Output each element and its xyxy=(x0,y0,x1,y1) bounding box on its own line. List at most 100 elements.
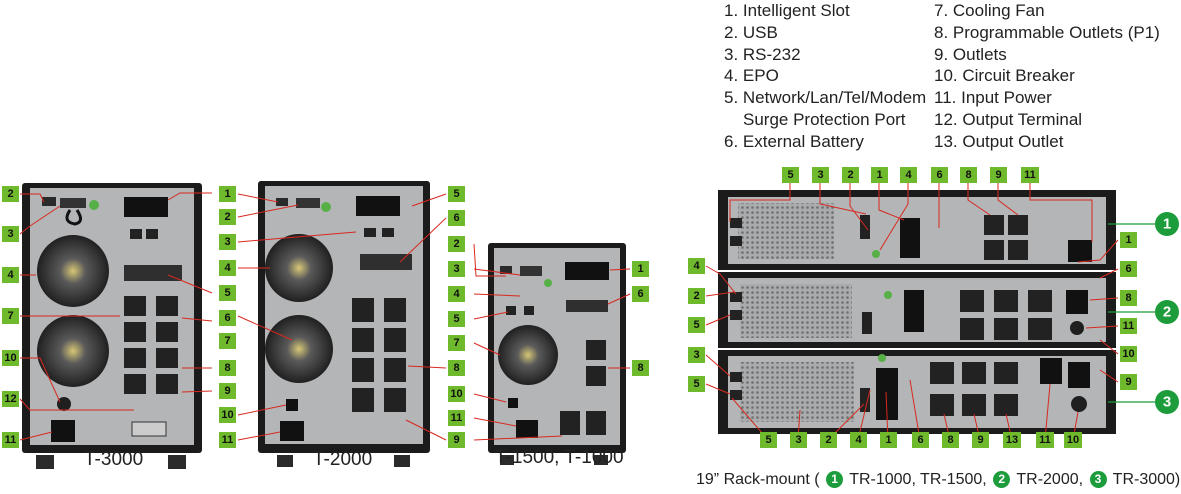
svg-text:2: 2 xyxy=(825,434,831,446)
callout-tag: 3 xyxy=(219,234,236,250)
callout-tag: 4 xyxy=(219,260,236,276)
rack-caption-models-2: TR-2000, xyxy=(1016,471,1084,488)
callout-tag: 1 xyxy=(1120,232,1137,248)
callout-tag: 10 xyxy=(1064,432,1082,448)
svg-text:11: 11 xyxy=(1039,434,1051,446)
callout-tag: 4 xyxy=(2,267,19,283)
legend-item: 12. Output Terminal xyxy=(934,109,1083,129)
svg-text:2: 2 xyxy=(1163,304,1171,321)
legend-item: 6. External Battery xyxy=(724,131,864,151)
rack-caption-models-1: TR-1000, TR-1500, xyxy=(849,471,987,488)
svg-text:6: 6 xyxy=(936,169,942,181)
callout-tag: 9 xyxy=(990,167,1007,183)
svg-text:6: 6 xyxy=(453,212,459,224)
callout-tag: 2 xyxy=(842,167,859,183)
caption-t2000: T-2000 xyxy=(313,449,373,470)
callout-tag: 5 xyxy=(448,186,465,202)
svg-text:5: 5 xyxy=(787,169,793,181)
svg-text:10: 10 xyxy=(4,352,16,364)
callout-tag: 10 xyxy=(448,386,465,402)
svg-text:3: 3 xyxy=(453,263,459,275)
callout-tag: 11 xyxy=(1021,167,1039,183)
svg-text:6: 6 xyxy=(1125,263,1131,275)
callout-tag: 4 xyxy=(850,432,867,448)
model-marker-inline-3: 3 xyxy=(1089,471,1107,488)
callout-tag: 8 xyxy=(942,432,959,448)
svg-text:2: 2 xyxy=(847,169,853,181)
svg-text:9: 9 xyxy=(1125,376,1131,388)
svg-text:6: 6 xyxy=(637,288,643,300)
svg-text:10: 10 xyxy=(221,409,233,421)
svg-text:8: 8 xyxy=(1125,292,1131,304)
legend-item: 2. USB xyxy=(724,22,778,42)
callout-tag: 1 xyxy=(880,432,897,448)
callout-tag: 7 xyxy=(2,308,19,324)
cooling-fan-icon xyxy=(37,315,109,387)
cooling-fan-icon xyxy=(498,325,558,385)
callout-tag: 2 xyxy=(2,186,19,202)
rack-mount-caption: 19” Rack-mount ( 1 TR-1000, TR-1500, 2 T… xyxy=(696,471,1180,489)
callout-tag: 11 xyxy=(1036,432,1054,448)
callout-tag: 3 xyxy=(688,347,705,363)
callout-tag: 8 xyxy=(1120,290,1137,306)
callout-tag: 5 xyxy=(219,285,236,301)
callout-tag: 5 xyxy=(688,317,705,333)
caption-t3000: T-3000 xyxy=(84,449,144,470)
legend-item: Surge Protection Port xyxy=(743,109,906,129)
svg-text:2: 2 xyxy=(453,238,459,250)
callout-tag: 13 xyxy=(1003,432,1021,448)
callout-tag: 3 xyxy=(448,261,465,277)
svg-text:12: 12 xyxy=(4,393,16,405)
callout-tag: 11 xyxy=(2,432,19,448)
callout-tag: 6 xyxy=(219,310,236,326)
callout-tag: 2 xyxy=(820,432,837,448)
rack-leader-lines xyxy=(705,183,1158,441)
svg-text:10: 10 xyxy=(1067,434,1079,446)
svg-text:1: 1 xyxy=(1163,216,1171,233)
callout-tag: 6 xyxy=(448,210,465,226)
svg-text:9: 9 xyxy=(995,169,1001,181)
callout-tag: 11 xyxy=(448,410,465,426)
svg-text:1: 1 xyxy=(224,188,230,200)
leader-lines xyxy=(19,192,631,441)
svg-text:1: 1 xyxy=(885,434,891,446)
callout-tag: 8 xyxy=(960,167,977,183)
svg-text:3: 3 xyxy=(795,434,801,446)
svg-text:10: 10 xyxy=(1122,348,1134,360)
callout-tag: 4 xyxy=(688,258,705,274)
svg-text:1: 1 xyxy=(637,263,643,275)
model-marker-1: 1 xyxy=(1155,212,1179,236)
legend-item: 13. Output Outlet xyxy=(934,131,1064,151)
callout-tag: 3 xyxy=(812,167,829,183)
svg-text:4: 4 xyxy=(453,288,460,300)
legend-item: 10. Circuit Breaker xyxy=(934,66,1075,86)
svg-text:5: 5 xyxy=(224,287,230,299)
svg-text:3: 3 xyxy=(224,236,230,248)
svg-text:5: 5 xyxy=(693,319,699,331)
cooling-fan-icon xyxy=(265,315,333,383)
model-marker-inline-1: 1 xyxy=(826,471,844,488)
svg-text:13: 13 xyxy=(1006,434,1018,446)
callout-tag: 9 xyxy=(448,432,465,448)
callout-tag: 4 xyxy=(448,286,465,302)
callout-tag: 10 xyxy=(1120,346,1137,362)
callout-tag: 6 xyxy=(1120,261,1137,277)
svg-text:11: 11 xyxy=(5,434,17,446)
svg-text:9: 9 xyxy=(977,434,983,446)
svg-text:8: 8 xyxy=(947,434,953,446)
svg-text:10: 10 xyxy=(450,388,462,400)
t2000-unit xyxy=(258,181,430,467)
svg-text:3: 3 xyxy=(7,228,13,240)
t1500-unit xyxy=(488,243,626,465)
rack-unit-1 xyxy=(718,190,1116,270)
callout-tag: 10 xyxy=(219,407,236,423)
svg-text:7: 7 xyxy=(224,335,230,347)
svg-text:9: 9 xyxy=(224,385,230,397)
callout-tag: 8 xyxy=(632,360,649,376)
svg-text:6: 6 xyxy=(224,312,230,324)
svg-text:4: 4 xyxy=(855,434,862,446)
svg-text:4: 4 xyxy=(693,260,700,272)
callout-tag: 11 xyxy=(219,432,236,448)
callout-tag: 7 xyxy=(219,333,236,349)
callout-tag: 6 xyxy=(931,167,948,183)
